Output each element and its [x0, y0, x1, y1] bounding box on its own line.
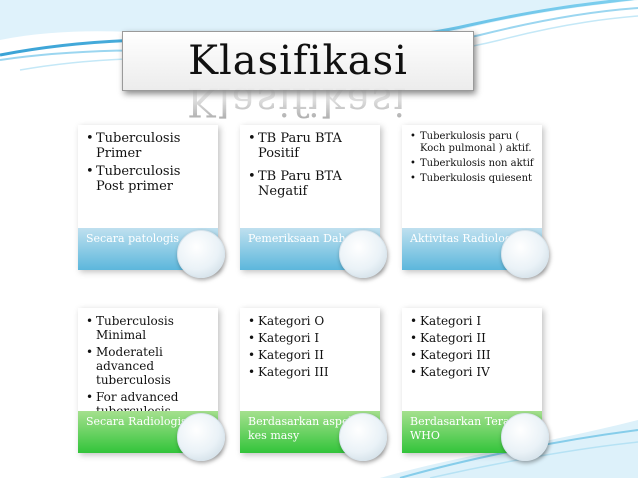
bullet-item: Kategori II — [410, 331, 536, 345]
bullet-item: Kategori III — [248, 365, 374, 379]
bullet-list: Kategori O Kategori I Kategori II Katego… — [248, 314, 374, 379]
bullet-item: Moderateli advanced tuberculosis — [86, 345, 212, 387]
card-aktivitas-radiologi: Tuberkulosis paru ( Koch pulmonal ) akti… — [402, 125, 549, 278]
bullet-list: Kategori I Kategori II Kategori III Kate… — [410, 314, 536, 379]
circle-decoration — [339, 413, 387, 461]
bullet-item: Kategori I — [410, 314, 536, 328]
circle-decoration — [501, 413, 549, 461]
bullet-item: Kategori I — [248, 331, 374, 345]
card-aspek-kes-masy: Kategori O Kategori I Kategori II Katego… — [240, 308, 387, 461]
card-pemeriksaan-dahak: TB Paru BTA Positif TB Paru BTA Negatif … — [240, 125, 387, 278]
card-content: Tuberculosis Minimal Moderateli advanced… — [78, 308, 218, 418]
bullet-item: Tuberculosis Post primer — [86, 164, 212, 194]
bullet-list: Tuberculosis Minimal Moderateli advanced… — [86, 314, 212, 418]
bullet-item: Kategori O — [248, 314, 374, 328]
bullet-item: Tuberculosis Minimal — [86, 314, 212, 342]
bullet-item: Kategori IV — [410, 365, 536, 379]
circle-decoration — [339, 230, 387, 278]
card-terapi-who: Kategori I Kategori II Kategori III Kate… — [402, 308, 549, 461]
card-content: Kategori I Kategori II Kategori III Kate… — [402, 308, 542, 413]
bullet-list: Tuberculosis Primer Tuberculosis Post pr… — [86, 131, 212, 194]
bullet-item: Tuberkulosis quiesent — [410, 173, 536, 185]
bullet-list: Tuberkulosis paru ( Koch pulmonal ) akti… — [410, 131, 536, 185]
slide-title: Klasifikasi — [122, 31, 474, 91]
bullet-item: Tuberkulosis non aktif — [410, 158, 536, 170]
circle-decoration — [501, 230, 549, 278]
card-content: Tuberkulosis paru ( Koch pulmonal ) akti… — [402, 125, 542, 230]
bullet-item: Kategori III — [410, 348, 536, 362]
bullet-list: TB Paru BTA Positif TB Paru BTA Negatif — [248, 131, 374, 199]
circle-decoration — [177, 413, 225, 461]
card-content: Tuberculosis Primer Tuberculosis Post pr… — [78, 125, 218, 230]
card-content: Kategori O Kategori I Kategori II Katego… — [240, 308, 380, 413]
card-secara-radiologis: Tuberculosis Minimal Moderateli advanced… — [78, 308, 225, 461]
card-secara-patologis: Tuberculosis Primer Tuberculosis Post pr… — [78, 125, 225, 278]
bullet-item: Kategori II — [248, 348, 374, 362]
bullet-item: Tuberkulosis paru ( Koch pulmonal ) akti… — [410, 131, 536, 155]
bullet-item: Tuberculosis Primer — [86, 131, 212, 161]
card-content: TB Paru BTA Positif TB Paru BTA Negatif — [240, 125, 380, 230]
bullet-item: TB Paru BTA Negatif — [248, 169, 374, 199]
bullet-item: TB Paru BTA Positif — [248, 131, 374, 161]
circle-decoration — [177, 230, 225, 278]
